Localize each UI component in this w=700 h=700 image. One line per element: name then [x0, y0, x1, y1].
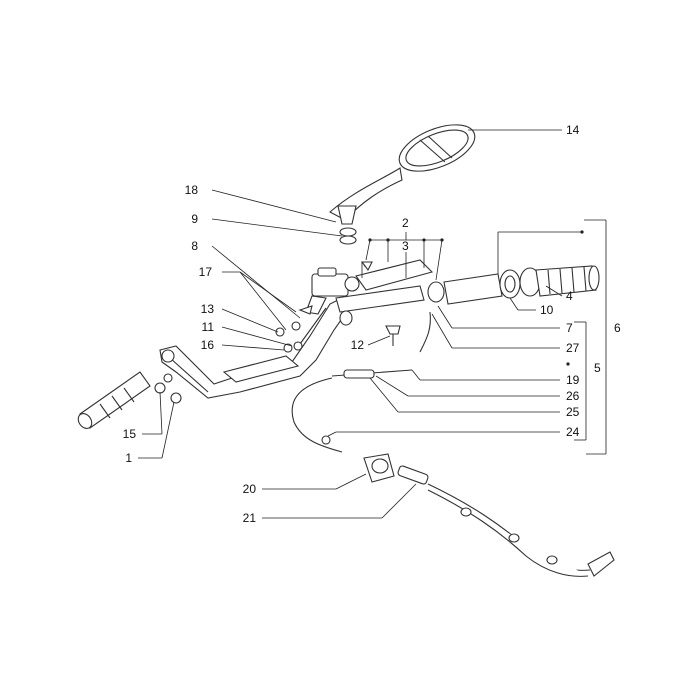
callout-15: 15 [123, 427, 137, 441]
callout-12: 12 [351, 338, 365, 352]
callout-13: 13 [201, 302, 215, 316]
callout-16: 16 [201, 338, 215, 352]
switch-housing [363, 453, 395, 483]
throttle-cables [291, 311, 431, 453]
handlebar [159, 297, 349, 399]
leader-lines [138, 129, 607, 519]
small-fasteners [275, 261, 401, 353]
callout-1: 1 [125, 451, 132, 465]
callout-19: 19 [566, 373, 580, 387]
callout-14: 14 [566, 123, 580, 137]
callout-7: 7 [566, 321, 573, 335]
mirror-nut [339, 227, 357, 245]
right-tube [335, 285, 425, 326]
callout-21: 21 [243, 511, 257, 525]
lower-cable [397, 465, 615, 577]
callout-11: 11 [202, 320, 215, 334]
callout-18: 18 [185, 183, 199, 197]
callout-4: 4 [566, 289, 573, 303]
callout-20: 20 [243, 482, 257, 496]
callout-17: 17 [199, 265, 213, 279]
callout-3: 3 [402, 239, 409, 253]
callout-9: 9 [191, 212, 198, 226]
throttle-assembly [427, 265, 600, 305]
callout-27: 27 [566, 341, 580, 355]
callout-25: 25 [566, 405, 580, 419]
mirror [329, 124, 476, 225]
callout-26: 26 [566, 389, 580, 403]
callout-8: 8 [191, 239, 198, 253]
callout-6: 6 [614, 321, 621, 335]
callout-5: 5 [594, 361, 601, 375]
callout-2: 2 [402, 216, 409, 230]
callout-labels: 14 18 9 2 3 8 17 4 13 10 11 7 6 16 12 27… [123, 123, 621, 525]
callout-24: 24 [566, 425, 580, 439]
left-grip [77, 371, 151, 429]
leader-dots [368, 230, 584, 366]
callout-10: 10 [540, 303, 554, 317]
